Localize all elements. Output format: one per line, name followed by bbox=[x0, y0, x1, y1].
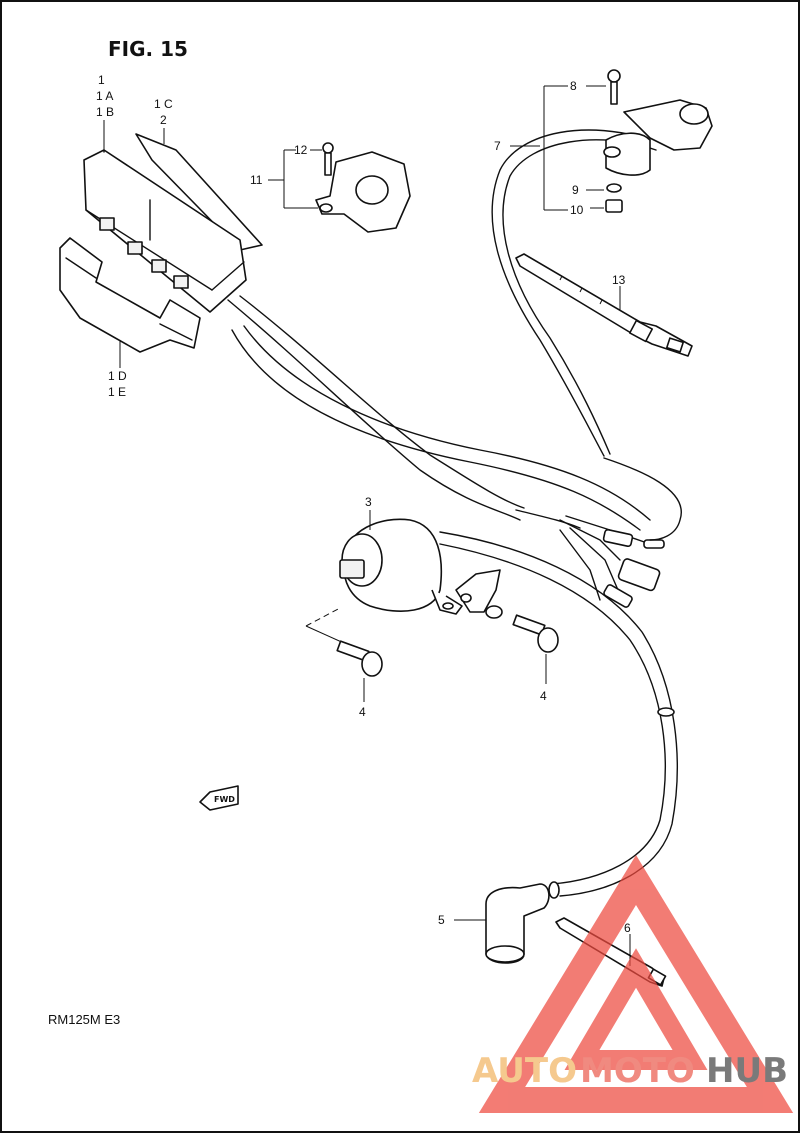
model-code: RM125M E3 bbox=[48, 1012, 120, 1027]
callout-7: 7 bbox=[494, 139, 501, 153]
callout-4-left: 4 bbox=[359, 705, 366, 719]
callout-10: 10 bbox=[570, 203, 584, 217]
cable-tie bbox=[515, 253, 693, 357]
callout-5: 5 bbox=[438, 913, 445, 927]
fwd-arrow-label: FWD bbox=[214, 795, 235, 804]
callout-8: 8 bbox=[570, 79, 577, 93]
kill-switch bbox=[603, 69, 713, 213]
cdi-unit bbox=[83, 133, 263, 313]
spark-plug-cap bbox=[485, 883, 550, 964]
ignition-coil bbox=[339, 518, 503, 619]
kill-switch-wire bbox=[491, 129, 657, 457]
callout-1: 1 bbox=[98, 73, 105, 87]
callout-6: 6 bbox=[624, 921, 631, 935]
clamp-bracket bbox=[315, 142, 411, 233]
callout-11: 11 bbox=[250, 173, 263, 187]
callout-13: 13 bbox=[612, 273, 626, 287]
callout-3: 3 bbox=[365, 495, 372, 509]
fwd-arrow-icon: FWD bbox=[199, 785, 239, 811]
callout-1c: 1 C bbox=[154, 97, 173, 111]
callout-1b: 1 B bbox=[96, 105, 114, 119]
callout-1d: 1 D bbox=[108, 369, 127, 383]
cdi-rubber-holder bbox=[59, 237, 201, 353]
watermark-text-auto: AUTO bbox=[472, 1051, 577, 1091]
callout-1e: 1 E bbox=[108, 385, 126, 399]
screw-right bbox=[512, 614, 559, 653]
cdi-plate bbox=[135, 133, 263, 251]
wire-harness bbox=[227, 295, 682, 608]
figure-title: FIG. 15 bbox=[108, 37, 188, 61]
watermark-text-moto: MOTO bbox=[580, 1051, 695, 1091]
watermark-inner-triangle-icon bbox=[564, 948, 708, 1070]
watermark-logo bbox=[478, 855, 794, 1113]
callout-4-right: 4 bbox=[540, 689, 547, 703]
screw-left bbox=[336, 640, 383, 677]
callout-1a: 1 A bbox=[96, 89, 113, 103]
callout-12: 12 bbox=[294, 143, 308, 157]
watermark-text: AUTO MOTO HUB bbox=[472, 1051, 788, 1091]
watermark-triangle-icon bbox=[478, 855, 794, 1113]
callout-9: 9 bbox=[572, 183, 579, 197]
watermark-text-hub: HUB bbox=[706, 1051, 788, 1091]
callout-2: 2 bbox=[160, 113, 167, 127]
